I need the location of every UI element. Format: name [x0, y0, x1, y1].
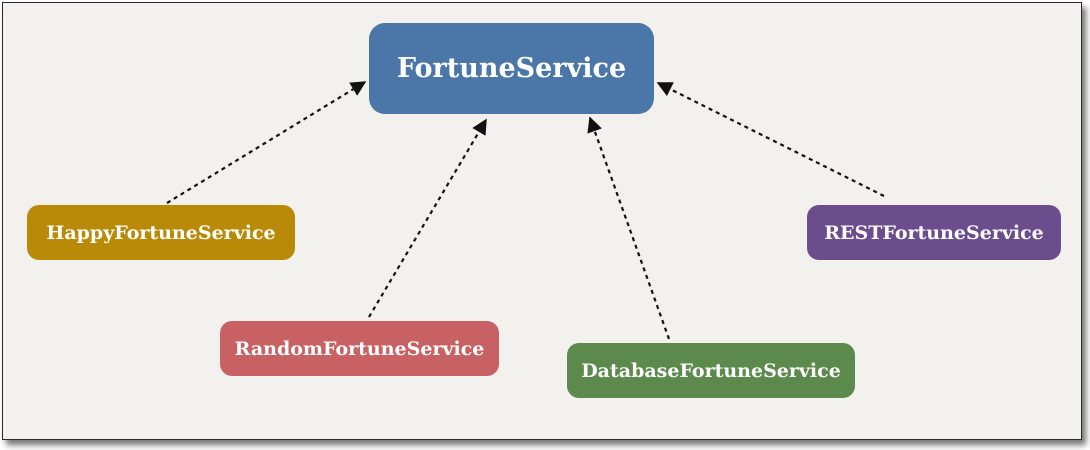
arrow-database-to-fortune: [587, 116, 671, 340]
arrow-rest-to-fortune: [656, 82, 885, 197]
node-random-fortune-service-label: RandomFortuneService: [234, 337, 485, 360]
node-happy-fortune-service-label: HappyFortuneService: [46, 221, 276, 244]
diagram-canvas: FortuneService HappyFortuneService RESTF…: [2, 2, 1082, 440]
node-happy-fortune-service: HappyFortuneService: [27, 205, 295, 260]
node-database-fortune-service: DatabaseFortuneService: [567, 343, 855, 398]
node-rest-fortune-service: RESTFortuneService: [807, 205, 1061, 260]
node-rest-fortune-service-label: RESTFortuneService: [824, 221, 1044, 244]
node-fortune-service: FortuneService: [369, 23, 654, 114]
node-random-fortune-service: RandomFortuneService: [220, 321, 499, 376]
arrow-layer: [166, 81, 885, 340]
node-database-fortune-service-label: DatabaseFortuneService: [581, 359, 841, 382]
arrow-random-to-fortune: [368, 118, 487, 318]
arrow-happy-to-fortune: [166, 81, 367, 204]
node-fortune-service-label: FortuneService: [396, 53, 627, 84]
